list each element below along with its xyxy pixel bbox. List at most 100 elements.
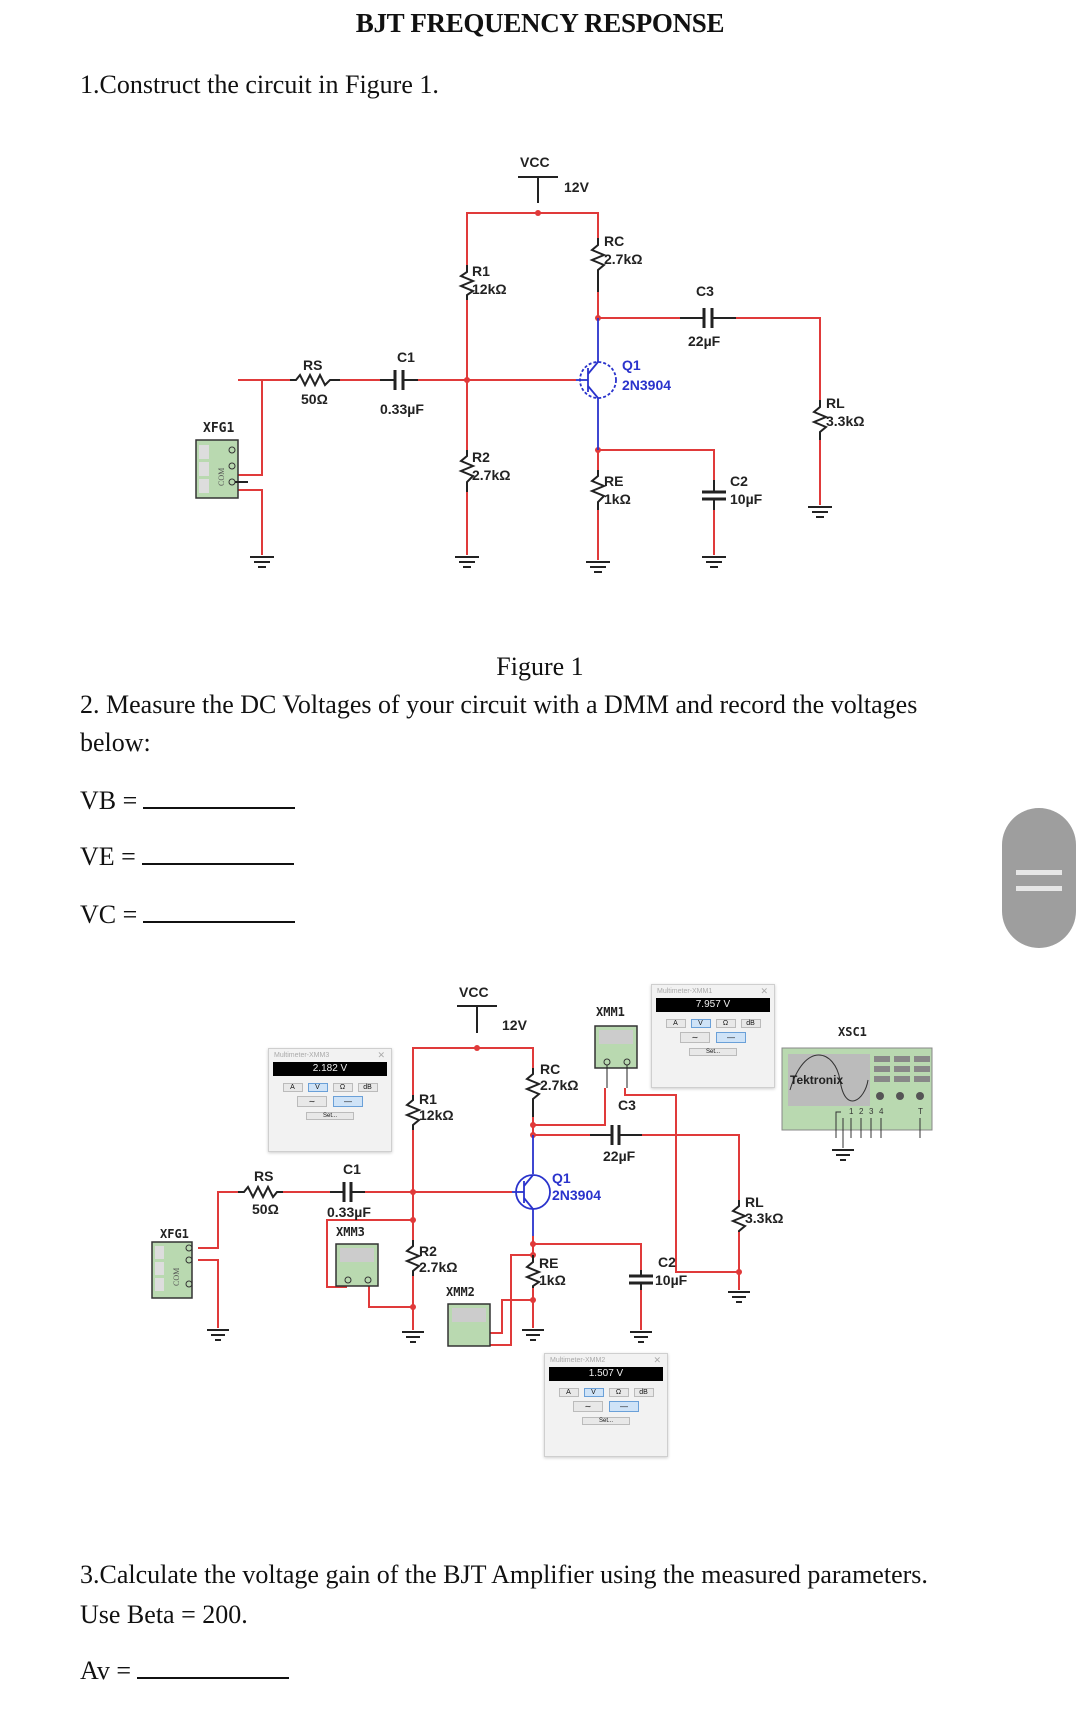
multimeter-xmm3-panel[interactable]: Multimeter-XMM3 ✕ 2.182 V A V Ω dB ∼ — S… xyxy=(268,1048,392,1152)
rs-resistor: RS 50Ω xyxy=(290,357,340,407)
svg-text:RL: RL xyxy=(745,1194,764,1210)
set-button[interactable]: Set... xyxy=(306,1112,354,1120)
svg-text:RC: RC xyxy=(604,233,624,249)
av-answer-blank[interactable] xyxy=(137,1653,290,1679)
svg-text:3: 3 xyxy=(869,1107,874,1116)
db-button[interactable]: dB xyxy=(633,1388,654,1397)
amps-button[interactable]: A xyxy=(282,1083,303,1092)
vb-answer-blank[interactable] xyxy=(143,783,296,809)
r2-resistor: R2 2.7kΩ xyxy=(458,449,510,492)
svg-text:RS: RS xyxy=(303,357,322,373)
svg-text:RL: RL xyxy=(826,395,845,411)
r2-resistor-2: R2 2.7kΩ xyxy=(404,1240,457,1276)
c2-capacitor-2: C2 10µF xyxy=(629,1254,688,1290)
step1-text: 1.Construct the circuit in Figure 1. xyxy=(80,70,439,99)
svg-text:12V: 12V xyxy=(502,1017,528,1033)
svg-text:XSC1: XSC1 xyxy=(838,1025,867,1039)
figure1-schematic: VCC 12V R1 12kΩ R2 2.7kΩ RS 50Ω xyxy=(195,154,864,573)
vcc-value: 12V xyxy=(564,179,590,195)
ohms-button[interactable]: Ω xyxy=(715,1019,736,1028)
vc-answer-blank[interactable] xyxy=(143,897,296,923)
svg-text:R2: R2 xyxy=(472,449,490,465)
svg-text:2: 2 xyxy=(859,1107,864,1116)
svg-text:R1: R1 xyxy=(419,1091,437,1107)
close-icon[interactable]: ✕ xyxy=(653,1355,661,1365)
step2-text-line2: below: xyxy=(80,728,151,757)
re-resistor-2: RE 1kΩ xyxy=(524,1255,566,1288)
svg-text:VCC: VCC xyxy=(459,984,489,1000)
ve-answer-blank[interactable] xyxy=(141,839,294,865)
close-icon[interactable]: ✕ xyxy=(377,1050,385,1060)
step3-text-line2: Use Beta = 200. xyxy=(80,1600,248,1629)
figure1-caption: Figure 1 xyxy=(496,652,584,681)
svg-text:2N3904: 2N3904 xyxy=(622,377,671,393)
svg-text:RE: RE xyxy=(604,473,623,489)
svg-text:2.7kΩ: 2.7kΩ xyxy=(419,1259,457,1275)
ohms-button[interactable]: Ω xyxy=(332,1083,353,1092)
svg-text:10µF: 10µF xyxy=(730,491,763,507)
scroll-handle[interactable] xyxy=(1002,808,1076,948)
svg-text:1kΩ: 1kΩ xyxy=(539,1272,566,1288)
set-button[interactable]: Set... xyxy=(689,1048,737,1056)
multimeter-xmm2-symbol: XMM2 xyxy=(446,1285,491,1347)
set-button[interactable]: Set... xyxy=(582,1417,630,1425)
ve-field: VE = xyxy=(80,838,294,876)
ve-label: VE = xyxy=(80,842,136,871)
function-generator-xfg1-2: XFG1 COM xyxy=(151,1227,193,1299)
ac-mode-button[interactable]: ∼ xyxy=(573,1401,603,1412)
meter-reading: 7.957 V xyxy=(656,998,770,1012)
amps-button[interactable]: A xyxy=(665,1019,686,1028)
svg-text:2N3904: 2N3904 xyxy=(552,1187,601,1203)
volts-button[interactable]: V xyxy=(690,1019,711,1028)
ac-mode-button[interactable]: ∼ xyxy=(680,1032,710,1043)
svg-text:XFG1: XFG1 xyxy=(160,1227,189,1241)
c3-capacitor-2: C3 22µF xyxy=(590,1097,642,1164)
meter-title: Multimeter-XMM3 xyxy=(274,1052,330,1059)
meter-reading: 1.507 V xyxy=(549,1367,663,1381)
volts-button[interactable]: V xyxy=(307,1083,328,1092)
svg-text:2.7kΩ: 2.7kΩ xyxy=(472,467,510,483)
document-title: BJT FREQUENCY RESPONSE xyxy=(355,8,725,38)
svg-text:50Ω: 50Ω xyxy=(301,391,328,407)
svg-text:RC: RC xyxy=(540,1061,560,1077)
svg-text:C2: C2 xyxy=(730,473,748,489)
oscilloscope-xsc1: XSC1 Tektronix 1 2 3 4 T xyxy=(781,1025,933,1161)
svg-text:C3: C3 xyxy=(618,1097,636,1113)
svg-text:XFG1: XFG1 xyxy=(203,421,234,436)
dc-mode-button[interactable]: — xyxy=(716,1032,746,1043)
multimeter-xmm1-panel[interactable]: Multimeter-XMM1 ✕ 7.957 V A V Ω dB ∼ — S… xyxy=(651,984,775,1088)
meter-reading: 2.182 V xyxy=(273,1062,387,1076)
q1-transistor: Q1 2N3904 xyxy=(576,318,671,450)
ohms-button[interactable]: Ω xyxy=(608,1388,629,1397)
svg-text:2.7kΩ: 2.7kΩ xyxy=(604,251,642,267)
db-button[interactable]: dB xyxy=(357,1083,378,1092)
svg-text:XMM2: XMM2 xyxy=(446,1285,475,1299)
amps-button[interactable]: A xyxy=(558,1388,579,1397)
av-field: Av = xyxy=(80,1652,290,1690)
svg-text:12kΩ: 12kΩ xyxy=(419,1107,454,1123)
svg-text:1: 1 xyxy=(849,1107,854,1116)
multimeter-xmm2-panel[interactable]: Multimeter-XMM2 ✕ 1.507 V A V Ω dB ∼ — S… xyxy=(544,1353,668,1457)
ac-mode-button[interactable]: ∼ xyxy=(297,1096,327,1107)
vcc-source: VCC 12V xyxy=(518,154,590,203)
vcc-source-2: VCC 12V xyxy=(457,984,528,1033)
svg-text:XMM1: XMM1 xyxy=(596,1005,625,1019)
svg-text:C2: C2 xyxy=(658,1254,676,1270)
rc-resistor: RC 2.7kΩ xyxy=(589,233,642,292)
handle-grip-icon xyxy=(1016,870,1062,875)
meter-title: Multimeter-XMM2 xyxy=(550,1357,606,1364)
svg-text:22µF: 22µF xyxy=(688,333,721,349)
svg-text:4: 4 xyxy=(879,1107,884,1116)
dc-mode-button[interactable]: — xyxy=(333,1096,363,1107)
r1-resistor: R1 12kΩ xyxy=(458,263,507,300)
volts-button[interactable]: V xyxy=(583,1388,604,1397)
db-button[interactable]: dB xyxy=(740,1019,761,1028)
close-icon[interactable]: ✕ xyxy=(760,986,768,996)
meter-title: Multimeter-XMM1 xyxy=(657,988,713,995)
svg-text:C1: C1 xyxy=(343,1161,361,1177)
c1-capacitor: C1 0.33µF xyxy=(380,349,424,417)
q1-transistor-2: Q1 2N3904 xyxy=(512,1135,601,1236)
svg-text:1kΩ: 1kΩ xyxy=(604,491,631,507)
dc-mode-button[interactable]: — xyxy=(609,1401,639,1412)
rs-resistor-2: RS 50Ω xyxy=(238,1168,283,1217)
